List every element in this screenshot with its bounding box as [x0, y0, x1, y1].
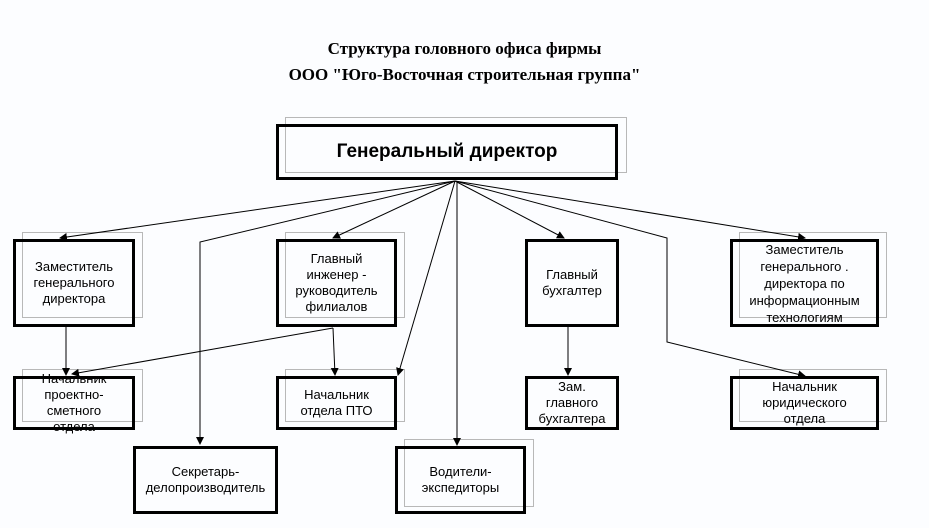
frame-deputy: [22, 232, 143, 318]
frame-head-design: [22, 369, 143, 422]
node-chief-accountant-label: Главный бухгалтер: [542, 267, 602, 298]
frame-head-legal: [739, 369, 887, 422]
node-chief-accountant: Главный бухгалтер: [525, 239, 619, 327]
arrow-engineer-pto: [330, 327, 339, 376]
node-head-pto: Начальник отдела ПТО: [276, 376, 397, 430]
node-head-legal: Начальник юридического отдела: [730, 376, 879, 430]
node-head-pto-label: Начальник отдела ПТО: [300, 387, 373, 418]
arrow-ceo-pto: [396, 180, 456, 376]
node-deputy-it: Заместитель генерального . директора по …: [730, 239, 879, 327]
frame-drivers: [404, 439, 534, 507]
arrow-ceo-deputy: [59, 180, 456, 241]
node-ceo: Генеральный директор: [276, 124, 618, 180]
node-chief-engineer-label: Главный инженер - руководитель филиалов: [295, 251, 378, 314]
arrow-ceo-accountant: [454, 180, 565, 239]
arrow-ceo-legal: [454, 180, 806, 379]
frame-head-pto: [285, 369, 405, 422]
node-deputy: Заместитель генерального директора: [13, 239, 135, 327]
arrow-ceo-chief-engineer: [332, 180, 456, 239]
node-chief-engineer: Главный инженер - руководитель филиалов: [276, 239, 397, 327]
node-head-legal-label: Начальник юридического отдела: [762, 379, 847, 426]
node-head-design-label: Начальник проектно-сметного отдела: [41, 371, 107, 434]
node-deputy-label: Заместитель генерального директора: [33, 259, 115, 306]
arrow-ceo-secretary: [196, 180, 456, 445]
node-ceo-label: Генеральный директор: [336, 141, 558, 162]
chart-title-line2: ООО "Юго-Восточная строительная группа": [288, 65, 641, 84]
arrow-ceo-deputy-it: [454, 180, 806, 241]
frame-deputy-it: [739, 232, 887, 318]
node-deputy-accountant-label: Зам. главного бухгалтера: [538, 379, 606, 426]
node-deputy-it-label: Заместитель генерального . директора по …: [749, 241, 860, 325]
node-secretary: Секретарь-делопроизводитель: [133, 446, 278, 514]
chart-title-line1: Структура головного офиса фирмы: [327, 39, 602, 58]
node-deputy-accountant: Зам. главного бухгалтера: [525, 376, 619, 430]
arrow-engineer-design: [71, 327, 334, 377]
node-drivers: Водители-экспедиторы: [395, 446, 526, 514]
node-secretary-label: Секретарь-делопроизводитель: [145, 464, 266, 495]
frame-ceo: [285, 117, 627, 173]
node-drivers-label: Водители-экспедиторы: [421, 464, 500, 495]
node-head-design: Начальник проектно-сметного отдела: [13, 371, 135, 434]
